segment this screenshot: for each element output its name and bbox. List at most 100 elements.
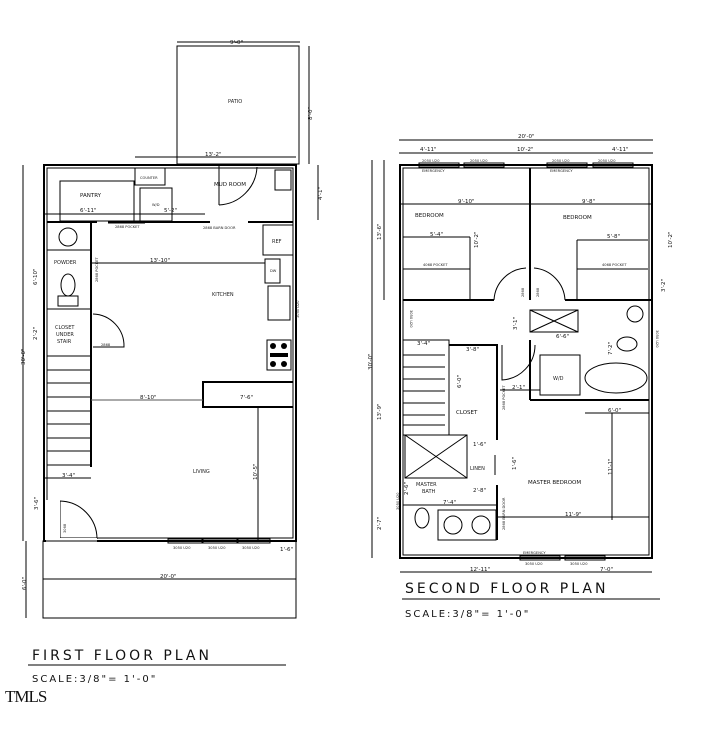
dim-top-middle: 10'-2" xyxy=(517,147,534,153)
room-closet-line3: STAIR xyxy=(57,339,72,345)
note-door-1: 2868 xyxy=(521,287,525,297)
dim-bed1-width: 9'-10" xyxy=(458,199,475,205)
dim-closet-height: 2'-2" xyxy=(33,327,39,340)
second-floor-exterior-wall xyxy=(399,164,653,559)
svg-text:2050 U20: 2050 U20 xyxy=(598,159,616,163)
svg-text:3050 U20: 3050 U20 xyxy=(242,546,260,550)
note-door-2: 2868 xyxy=(536,287,540,297)
room-bedroom-2: BEDROOM xyxy=(563,215,592,221)
label-dw: DW xyxy=(270,269,277,273)
dim-wd-width: 2'-1" xyxy=(512,385,525,391)
dim-wd-width: 5'-2" xyxy=(164,208,177,214)
room-linen: LINEN xyxy=(470,466,485,472)
dim-bottom-left: 12'-11" xyxy=(470,567,490,573)
dim-nook-width: 7'-6" xyxy=(240,395,253,401)
dim-stair-width: 3'-4" xyxy=(417,341,430,347)
double-vanity xyxy=(437,509,497,541)
svg-text:3050 U20: 3050 U20 xyxy=(173,546,191,550)
closet-door[interactable] xyxy=(501,344,536,381)
bath-sink-icon xyxy=(626,305,644,323)
dim-master-bath-width: 7'-4" xyxy=(443,500,456,506)
dim-closet-width: 3'-8" xyxy=(466,347,479,353)
svg-text:3050 U20: 3050 U20 xyxy=(208,546,226,550)
master-toilet-icon xyxy=(414,507,430,529)
room-kitchen: KITCHEN xyxy=(212,292,234,298)
dim-closet2-width: 5'-8" xyxy=(607,234,620,240)
dim-entry-height: 3'-6" xyxy=(34,497,40,510)
note-pocket-door: 2868 POCKET xyxy=(115,225,140,229)
room-bedroom-1: BEDROOM xyxy=(415,213,444,219)
svg-text:2050 U20: 2050 U20 xyxy=(470,159,488,163)
second-floor-plan: 20'-0" 4'-11" 10'-2" 4'-11" 2050 U20 205… xyxy=(368,134,674,620)
room-closet-line2: UNDER xyxy=(56,332,74,338)
svg-text:3050 U20: 3050 U20 xyxy=(525,562,543,566)
note-hall-window: 3050 U20 xyxy=(409,310,413,328)
label-ref: REF xyxy=(272,239,282,245)
wd-closet xyxy=(539,354,581,396)
dim-bed2-closet: 3'-2" xyxy=(661,279,667,292)
dim-master-bedroom-width: 11'-9" xyxy=(565,512,582,518)
dim-overall-width: 20'-0" xyxy=(518,134,535,140)
dim-bed2-width: 9'-8" xyxy=(582,199,595,205)
room-powder: POWDER xyxy=(54,260,77,266)
note-pocket-1: 4068 POCKET xyxy=(423,263,448,267)
room-mud-room: MUD ROOM xyxy=(214,182,246,188)
svg-text:EMERGENCY: EMERGENCY xyxy=(422,169,445,173)
note-barn-door: 2868 BARN DOOR xyxy=(203,226,236,230)
bathtub-icon xyxy=(584,362,648,394)
first-floor-title: FIRST FLOOR PLAN xyxy=(32,648,212,664)
dishwasher xyxy=(264,258,281,284)
closet-door[interactable] xyxy=(92,313,125,348)
first-floor-scale: SCALE:3/8"= 1'-0" xyxy=(32,674,157,685)
dim-tub-width: 6'-0" xyxy=(608,408,621,414)
dim-right-top: 4'-1" xyxy=(318,187,324,200)
toilet-icon xyxy=(60,273,76,297)
dim-left-lower: 13'-9" xyxy=(377,403,383,420)
svg-text:2050 U20: 2050 U20 xyxy=(552,159,570,163)
dim-bottom-right: 7'-0" xyxy=(600,567,613,573)
note-closet-door: 2868 xyxy=(101,343,111,347)
svg-text:2050 U20: 2050 U20 xyxy=(422,159,440,163)
dim-bed1-height: 10'-2" xyxy=(474,231,480,248)
second-floor-title: SECOND FLOOR PLAN xyxy=(405,581,608,597)
dim-pantry-width: 6'-11" xyxy=(80,208,97,214)
note-master-bath-window: 3050 U20 xyxy=(396,492,400,510)
svg-text:EMERGENCY: EMERGENCY xyxy=(550,169,573,173)
dim-hall-height: 3'-1" xyxy=(513,317,519,330)
room-counter: COUNTER xyxy=(140,176,158,180)
front-door[interactable] xyxy=(59,500,98,541)
room-master-bedroom: MASTER BEDROOM xyxy=(528,480,581,486)
dim-left-upper: 13'-6" xyxy=(377,223,383,240)
dim-shower: 1'-6" xyxy=(473,442,486,448)
room-master-bath-line2: BATH xyxy=(422,489,436,495)
stairs xyxy=(402,339,450,436)
room-wd: W/D xyxy=(553,376,564,382)
kitchen-sink xyxy=(267,285,291,321)
shower xyxy=(404,434,468,479)
dim-closet-height: 6'-0" xyxy=(457,375,463,388)
mud-room-door[interactable] xyxy=(218,165,258,206)
bedroom-windows: 2050 U20 2050 U20 2050 U20 2050 U20 EMER… xyxy=(418,159,634,173)
second-floor-scale: SCALE:3/8"= 1'-0" xyxy=(405,609,530,620)
room-closet: CLOSET xyxy=(456,410,478,416)
first-floor-plan: 9'-0" 8'-0" PATIO 13'-2" 4'-1" PANTRY CO… xyxy=(21,40,324,685)
patio-outline xyxy=(176,45,300,165)
svg-text:EMERGENCY: EMERGENCY xyxy=(523,551,546,555)
room-pantry: PANTRY xyxy=(80,193,102,199)
bedroom-doors[interactable] xyxy=(493,267,566,301)
dim-bath-height: 7'-2" xyxy=(608,342,614,355)
dim-overall-height: 30'-0" xyxy=(21,348,27,365)
dim-overall-height: 30'-0" xyxy=(368,353,374,370)
note-barn-door: 2868 BARN DOOR xyxy=(502,497,506,530)
room-patio: PATIO xyxy=(228,99,242,105)
dim-linen-depth: 2'-8" xyxy=(473,488,486,494)
note-front-door: 3068 xyxy=(63,523,67,533)
dim-top: 13'-2" xyxy=(205,152,222,158)
dim-linen-height: 1'-6" xyxy=(512,457,518,470)
refrigerator xyxy=(262,224,294,256)
dim-hall-width: 6'-6" xyxy=(556,334,569,340)
watermark: TMLS xyxy=(5,687,47,706)
dim-master-bedroom-height: 11'-1" xyxy=(608,458,614,475)
dim-closet1-width: 5'-4" xyxy=(430,232,443,238)
